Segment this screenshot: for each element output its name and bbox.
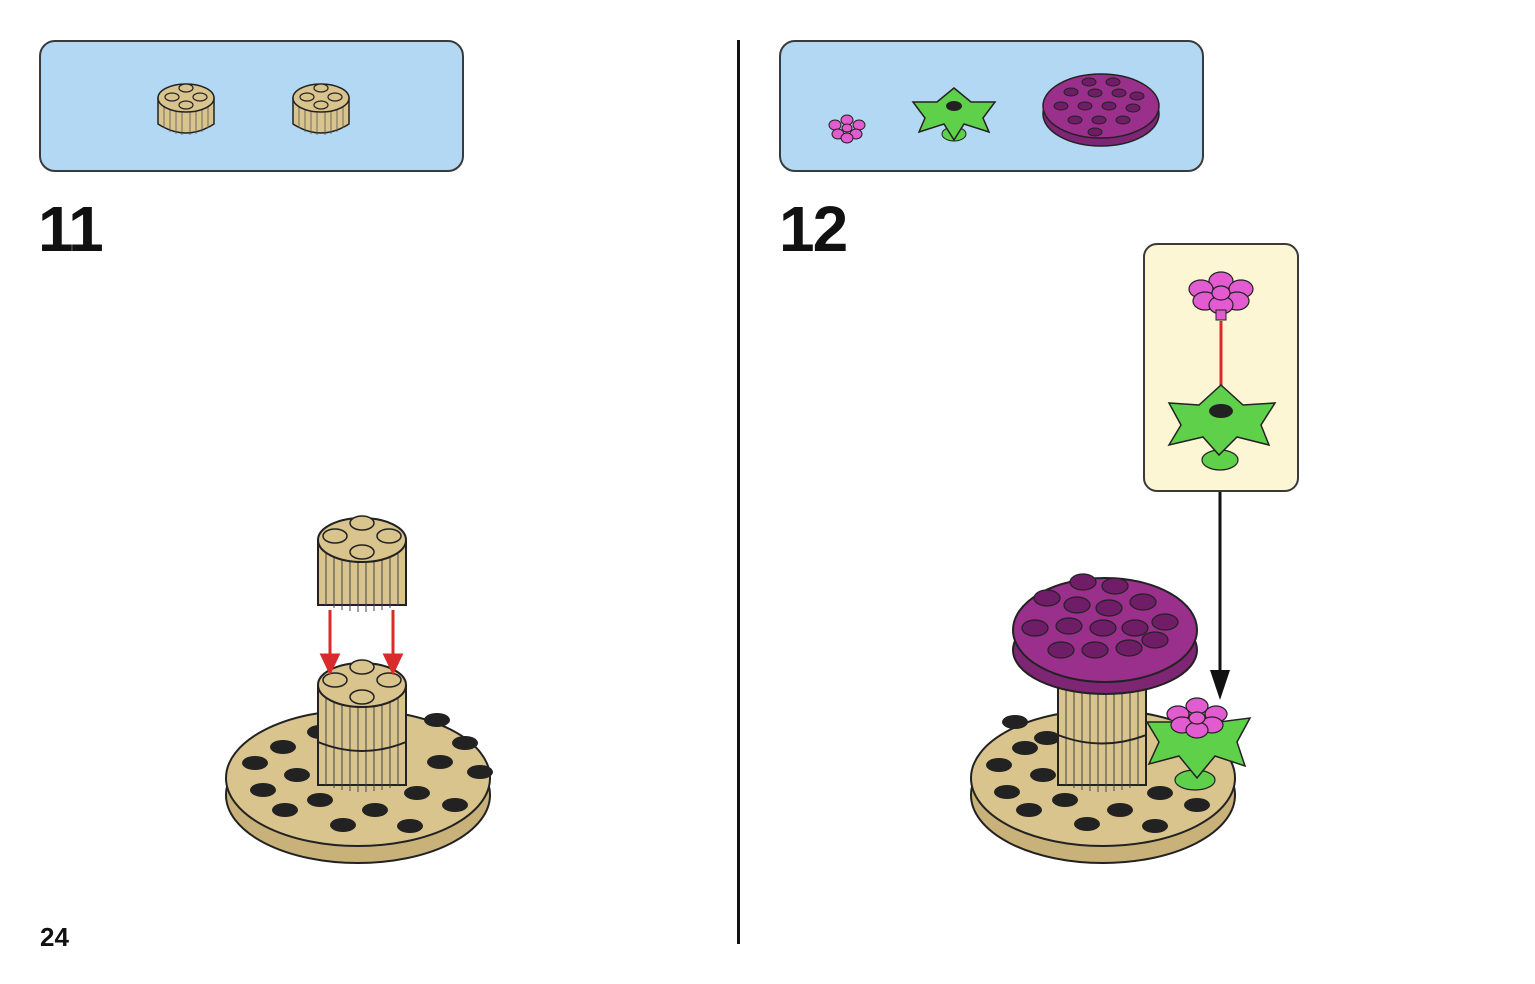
- green-leaves-icon: [911, 87, 997, 142]
- pink-flower-icon: [828, 114, 866, 144]
- step-number-11: 11: [38, 193, 104, 265]
- sub-assembly-callout: [1143, 243, 1299, 492]
- step-number-12: 12: [779, 193, 848, 265]
- parts-box-step-11: [39, 40, 464, 172]
- parts-box-step-12: [779, 40, 1204, 172]
- tan-round-brick-icon: [292, 83, 350, 135]
- step-11-model-illustration: [225, 515, 493, 864]
- page-divider: [737, 40, 740, 944]
- tan-round-brick-icon: [157, 83, 215, 135]
- page-number: 24: [40, 922, 69, 952]
- flower-into-leaves-illustration: [1167, 271, 1277, 471]
- magenta-round-plate-icon: [1042, 73, 1160, 147]
- step-12-model-illustration: [970, 492, 1252, 864]
